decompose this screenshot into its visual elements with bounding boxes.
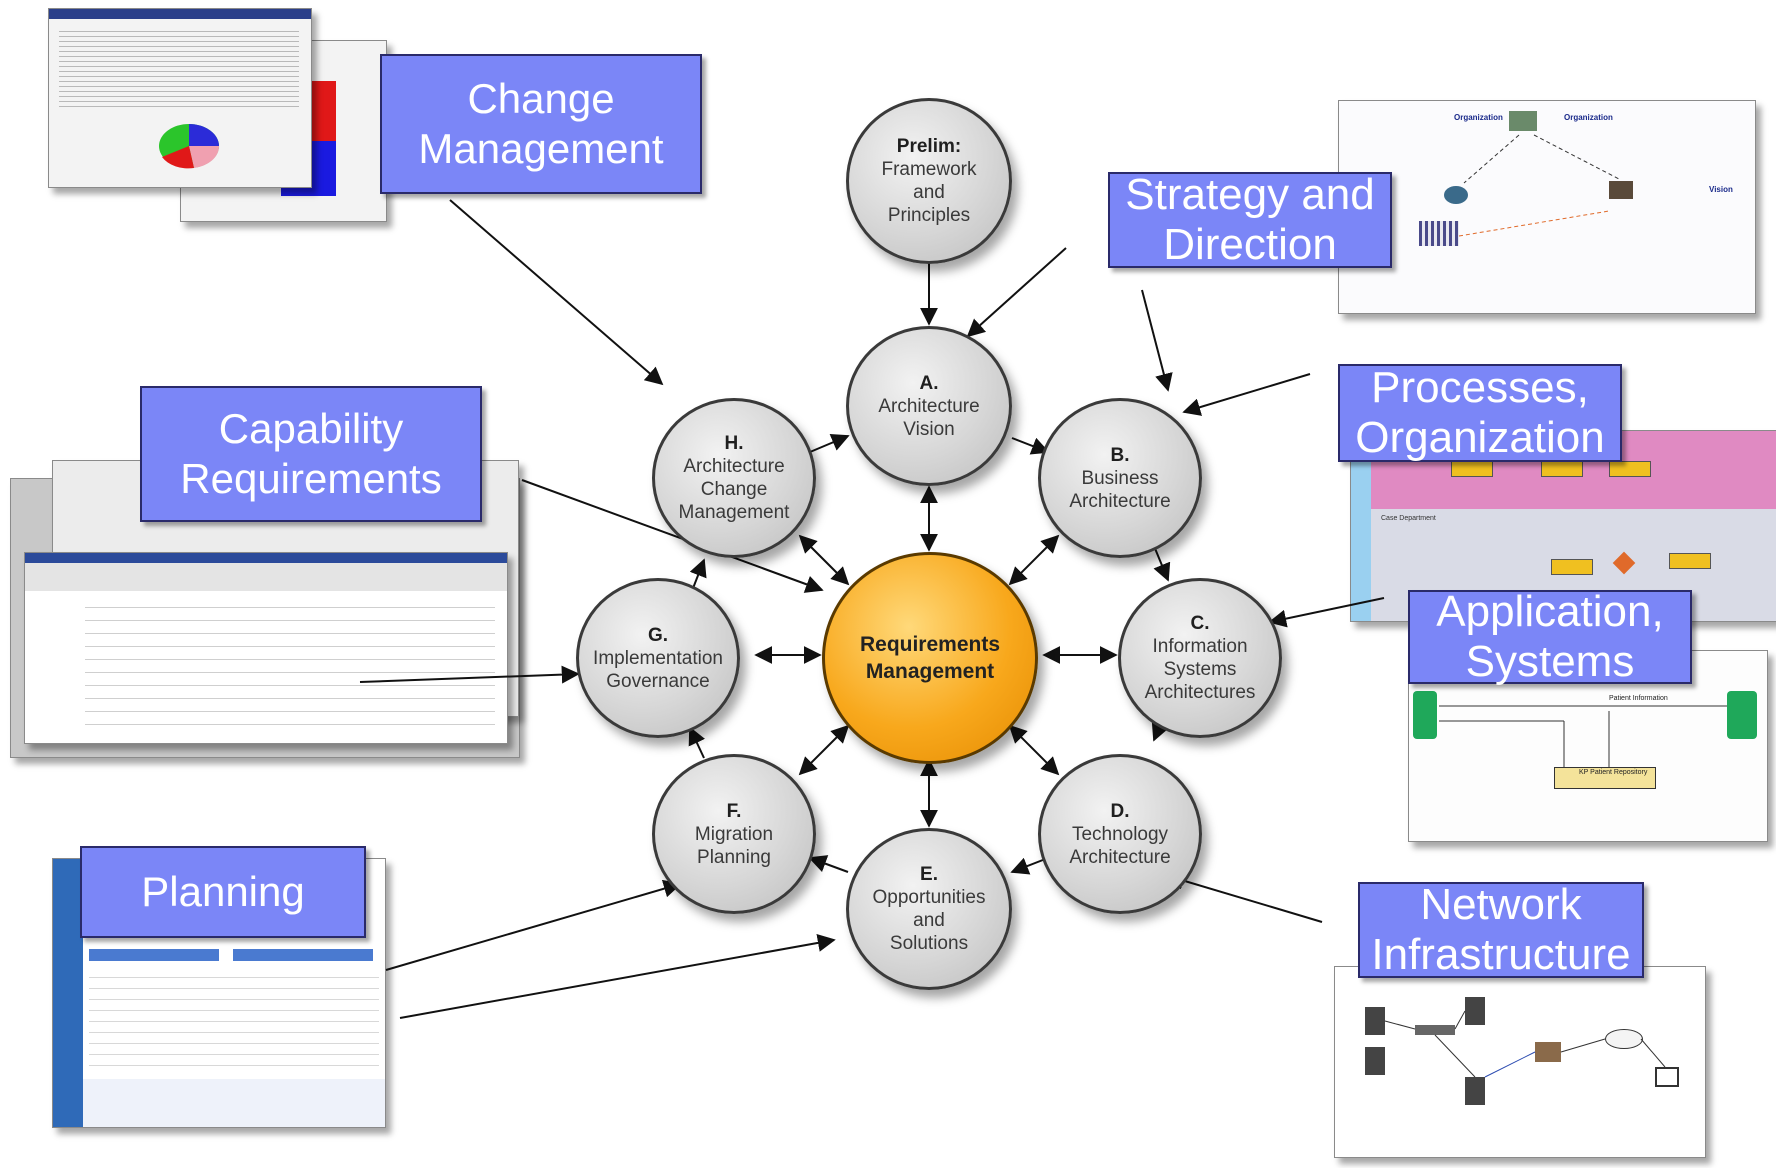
- callout-text: Network: [1420, 880, 1582, 929]
- phase-a-line: Vision: [903, 418, 955, 440]
- phase-g-implementation-governance[interactable]: G. Implementation Governance: [576, 578, 740, 738]
- callout-strategy-direction: Strategy and Direction: [1108, 170, 1392, 269]
- phase-prelim[interactable]: Prelim: Framework and Principles: [846, 98, 1012, 264]
- arrow-e-to-f: [808, 855, 849, 873]
- arrow-center-d: [1008, 724, 1060, 776]
- arrow-network-to-d: [1166, 872, 1323, 923]
- arrow-center-b: [1008, 534, 1060, 586]
- phase-prelim-line: Principles: [887, 205, 971, 226]
- callout-text: Organization: [1355, 413, 1605, 462]
- phase-e-line: and: [913, 910, 945, 931]
- phase-prelim-line: and: [913, 182, 945, 203]
- phase-h-architecture-change[interactable]: H. Architecture Change Management: [652, 398, 816, 558]
- arrow-capability-to-center: [521, 479, 824, 593]
- requirements-management-hub[interactable]: Requirements Management: [822, 552, 1038, 764]
- phase-e-letter: E.: [920, 864, 938, 885]
- phase-a-architecture-vision[interactable]: A. Architecture Vision: [846, 326, 1012, 486]
- arrow-f-to-g: [688, 726, 706, 759]
- phase-f-line: Migration: [694, 823, 774, 845]
- arrow-planning-to-e: [399, 934, 836, 1019]
- app-patient-info-label: Patient Information: [1609, 695, 1668, 702]
- phase-e-opportunities-solutions[interactable]: E. Opportunities and Solutions: [846, 828, 1012, 990]
- phase-b-line: Architecture: [1069, 490, 1171, 512]
- phase-d-letter: D.: [1110, 800, 1130, 822]
- callout-text: Requirements: [180, 455, 442, 502]
- callout-text: Strategy and: [1125, 170, 1375, 219]
- phase-h-line: Architecture: [683, 456, 785, 477]
- phase-f-line: Planning: [697, 846, 771, 868]
- center-line-2: Management: [865, 660, 995, 683]
- phase-b-letter: B.: [1110, 444, 1130, 466]
- arrow-application-to-c: [1268, 597, 1385, 628]
- arrow-change-mgmt: [449, 199, 664, 386]
- change-mgmt-screenshot-front: [48, 8, 312, 188]
- callout-text: Management: [418, 125, 664, 172]
- callout-processes-organization: Processes, Organization: [1338, 363, 1622, 462]
- capability-screenshot-front: [24, 552, 508, 744]
- callout-text: Direction: [1163, 220, 1337, 269]
- phase-c-letter: C.: [1190, 613, 1210, 634]
- arrow-center-f: [798, 724, 850, 776]
- callout-change-management: Change Management: [380, 54, 702, 194]
- callout-text: Systems: [1465, 637, 1635, 686]
- arrow-h-to-a: [809, 433, 850, 453]
- callout-capability-requirements: Capability Requirements: [140, 386, 482, 522]
- arrow-capability-to-g: [359, 665, 580, 684]
- phase-d-line: Technology: [1071, 823, 1169, 845]
- arrow-b-to-c: [1153, 545, 1171, 582]
- callout-text: Change: [467, 75, 615, 122]
- callout-network-infrastructure: Network Infrastructure: [1358, 880, 1644, 979]
- phase-g-letter: G.: [647, 624, 669, 646]
- app-repository-label: KP Patient Repository: [1579, 769, 1648, 776]
- strategy-org-label-2: Organization: [1564, 113, 1613, 122]
- center-line-1: Requirements: [859, 633, 1001, 656]
- phase-prelim-line: Framework: [881, 159, 977, 180]
- callout-text: Application,: [1436, 587, 1664, 636]
- phase-c-line: Architectures: [1144, 682, 1256, 703]
- phase-g-line: Implementation: [593, 647, 723, 669]
- callout-text: Infrastructure: [1371, 930, 1631, 979]
- phase-h-line: Change: [700, 479, 768, 500]
- phase-g-line: Governance: [606, 670, 710, 692]
- phase-a-letter: A.: [919, 372, 939, 394]
- phase-b-business-architecture[interactable]: B. Business Architecture: [1038, 398, 1202, 558]
- arrow-center-h: [798, 534, 850, 586]
- phase-e-line: Opportunities: [872, 887, 986, 908]
- phase-f-letter: F.: [726, 800, 742, 822]
- callout-application-systems: Application, Systems: [1408, 587, 1692, 686]
- phase-c-information-systems[interactable]: C. Information Systems Architectures: [1118, 578, 1282, 738]
- strategy-org-label-1: Organization: [1454, 113, 1503, 122]
- arrow-planning-to-f: [385, 879, 682, 971]
- callout-text: Capability: [218, 405, 404, 452]
- phase-h-letter: H.: [724, 433, 744, 454]
- pie-chart-thumbnail: [159, 124, 220, 169]
- phase-c-line: Information: [1152, 636, 1248, 657]
- strategy-screenshot: Organization Organization Vision: [1338, 100, 1756, 314]
- callout-planning: Planning: [80, 846, 366, 938]
- planning-screenshot: [52, 858, 386, 1128]
- phase-d-technology-architecture[interactable]: D. Technology Architecture: [1038, 754, 1202, 914]
- callout-text: Processes,: [1371, 363, 1589, 412]
- phase-b-line: Business: [1081, 467, 1159, 489]
- phase-e-line: Solutions: [889, 933, 969, 954]
- phase-h-line: Management: [678, 502, 790, 523]
- phase-d-line: Architecture: [1069, 846, 1171, 868]
- arrow-strategy-to-b: [1141, 289, 1173, 392]
- phase-a-line: Architecture: [878, 395, 980, 417]
- arrow-strategy-to-a: [966, 247, 1067, 338]
- phase-c-line: Systems: [1163, 659, 1237, 680]
- processes-dept-label: Case Department: [1381, 515, 1436, 522]
- callout-text: Planning: [141, 868, 305, 915]
- arrow-processes-to-b: [1182, 373, 1311, 416]
- phase-prelim-letter: Prelim:: [896, 136, 962, 157]
- phase-f-migration-planning[interactable]: F. Migration Planning: [652, 754, 816, 914]
- strategy-vision-label: Vision: [1709, 185, 1733, 194]
